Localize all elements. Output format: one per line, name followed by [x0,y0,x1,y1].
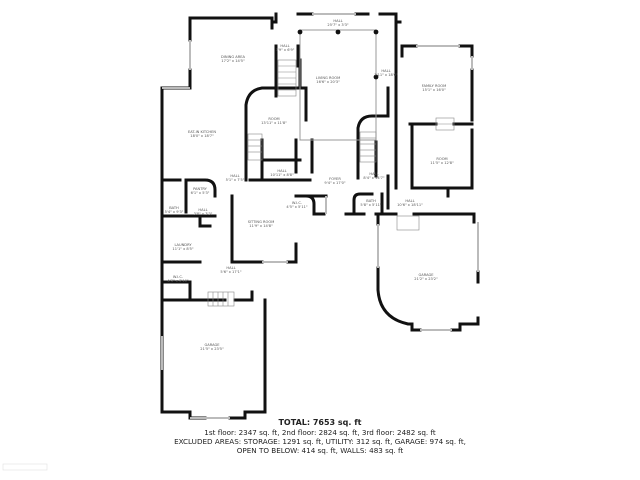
watermark-logo [2,463,48,471]
excluded-areas: EXCLUDED AREAS: STORAGE: 1291 sq. ft, UT… [174,437,466,446]
room-label: W.I.C.4'5" x 5'11" [286,201,308,210]
walls [160,12,480,420]
total-area: TOTAL: 7653 sq. ft [278,418,362,427]
area-summary: TOTAL: 7653 sq. ft 1st floor: 2347 sq. f… [0,418,640,455]
columns [297,29,379,80]
floor-areas: 1st floor: 2347 sq. ft, 2nd floor: 2824 … [204,428,436,437]
stairs [207,59,455,307]
room-label: W.I.C.4'3" x 3'10" [167,275,189,284]
living-room-beams [299,29,377,141]
windows [161,13,479,419]
excluded-areas-cont: OPEN TO BELOW: 414 sq. ft, WALLS: 483 sq… [236,446,404,455]
